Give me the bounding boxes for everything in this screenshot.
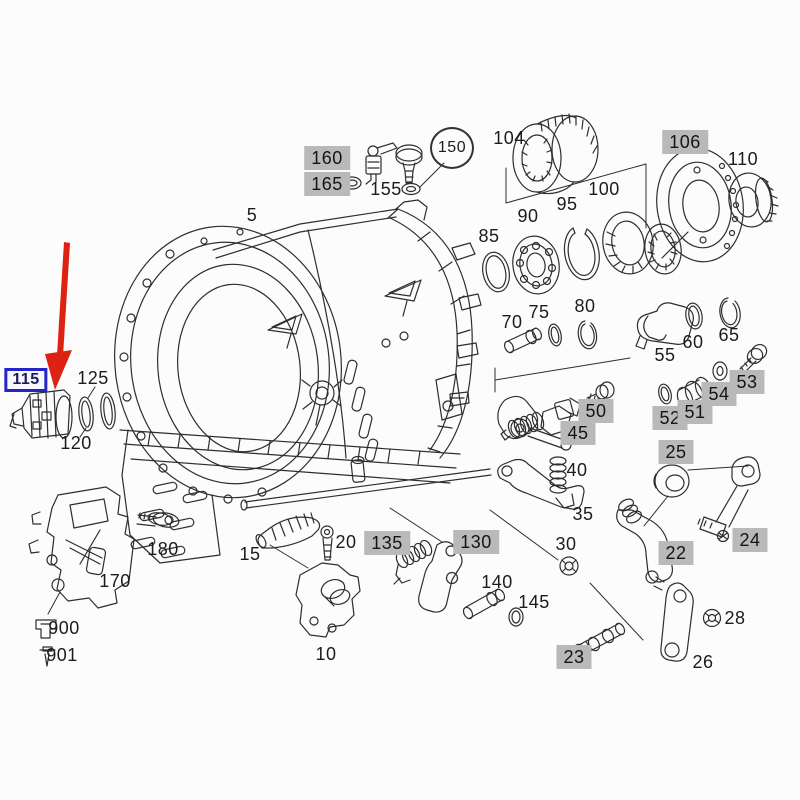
part-125-o-ring	[100, 392, 116, 430]
part-54-grommet	[712, 361, 728, 381]
part-70-pin	[503, 327, 543, 354]
part-15-hose	[255, 512, 321, 549]
part-10-bracket	[295, 562, 361, 638]
part-106-flange-drum	[644, 147, 744, 275]
part-label-24: 24	[732, 528, 768, 552]
part-label-5: 5	[246, 205, 258, 225]
part-label-100: 100	[588, 179, 620, 199]
part-label-180: 180	[147, 539, 179, 559]
part-label-53: 53	[729, 370, 765, 394]
part-label-26: 26	[692, 652, 714, 672]
part-52-o-ring	[658, 383, 672, 405]
part-label-115-selected: 115	[4, 368, 48, 392]
part-24-shaft-lever	[697, 456, 761, 543]
part-label-104: 104	[493, 128, 525, 148]
part-label-900: 900	[48, 618, 80, 638]
part-label-45: 45	[560, 421, 596, 445]
part-140-pin	[462, 588, 506, 620]
part-150-bolt	[395, 144, 423, 184]
part-label-120: 120	[60, 433, 92, 453]
part-label-155: 155	[370, 179, 402, 199]
part-label-65: 65	[718, 325, 740, 345]
part-110-bearing	[728, 172, 779, 228]
part-120-o-ring	[78, 396, 94, 432]
part-53-bolt	[739, 343, 768, 373]
part-901-screw	[39, 646, 56, 667]
part-28-nut	[702, 608, 722, 628]
part-label-40: 40	[566, 460, 588, 480]
part-label-30: 30	[555, 534, 577, 554]
part-label-50: 50	[578, 399, 614, 423]
part-label-35: 35	[572, 504, 594, 524]
part-145-o-ring	[508, 607, 524, 627]
part-label-85: 85	[478, 226, 500, 246]
part-label-125: 125	[77, 368, 109, 388]
part-26-link	[653, 576, 694, 662]
part-label-51: 51	[677, 400, 713, 424]
part-label-80: 80	[574, 296, 596, 316]
part-55-clamp	[635, 302, 694, 350]
part-155-washer	[401, 182, 421, 196]
part-label-90: 90	[517, 206, 539, 226]
part-180-bolt	[136, 512, 180, 528]
part-90-ball-bearing	[512, 235, 560, 295]
part-22-bellcrank	[616, 498, 673, 584]
part-label-15: 15	[239, 544, 261, 564]
red-pointer-arrow	[45, 242, 72, 390]
part-label-135: 135	[364, 531, 410, 555]
part-label-160: 160	[304, 146, 350, 170]
part-label-150: 150	[430, 127, 474, 169]
part-104-clutch-drum	[512, 113, 599, 195]
part-65-snap-ring	[719, 297, 741, 329]
part-50-bolt	[586, 381, 615, 404]
part-label-20: 20	[335, 532, 357, 552]
transmission-case	[114, 199, 572, 564]
part-20-bolt	[320, 525, 334, 561]
part-label-165: 165	[304, 172, 350, 196]
part-label-140: 140	[481, 572, 513, 592]
part-30-grommet	[559, 556, 579, 576]
part-45-valve	[500, 397, 581, 441]
part-label-106: 106	[662, 130, 708, 154]
part-label-145: 145	[518, 592, 550, 612]
part-80-snap-ring	[577, 320, 598, 350]
part-170-valve-body	[28, 486, 135, 609]
part-label-70: 70	[501, 312, 523, 332]
part-100-race	[602, 211, 654, 275]
part-85-o-ring	[482, 251, 510, 293]
leader-lines	[47, 162, 749, 641]
part-160-sensor	[365, 142, 398, 185]
part-label-130: 130	[453, 530, 499, 554]
part-label-75: 75	[528, 302, 550, 322]
part-label-55: 55	[654, 345, 676, 365]
part-60-o-ring	[685, 302, 703, 330]
part-35-detent-lever	[497, 458, 585, 510]
part-75-o-ring	[548, 323, 562, 347]
part-label-170: 170	[99, 571, 131, 591]
part-25-bushing	[653, 464, 690, 498]
part-label-22: 22	[658, 541, 694, 565]
part-label-110: 110	[727, 149, 759, 169]
part-900-clip	[35, 619, 57, 639]
part-label-10: 10	[315, 644, 337, 664]
part-label-95: 95	[556, 194, 578, 214]
part-label-901: 901	[46, 645, 78, 665]
part-40-spring	[549, 456, 567, 494]
part-label-23: 23	[556, 645, 592, 669]
part-95-snap-ring	[563, 227, 600, 281]
part-115-solenoid	[9, 389, 73, 439]
part-label-60: 60	[682, 332, 704, 352]
part-label-28: 28	[724, 608, 746, 628]
part-label-25: 25	[658, 440, 694, 464]
